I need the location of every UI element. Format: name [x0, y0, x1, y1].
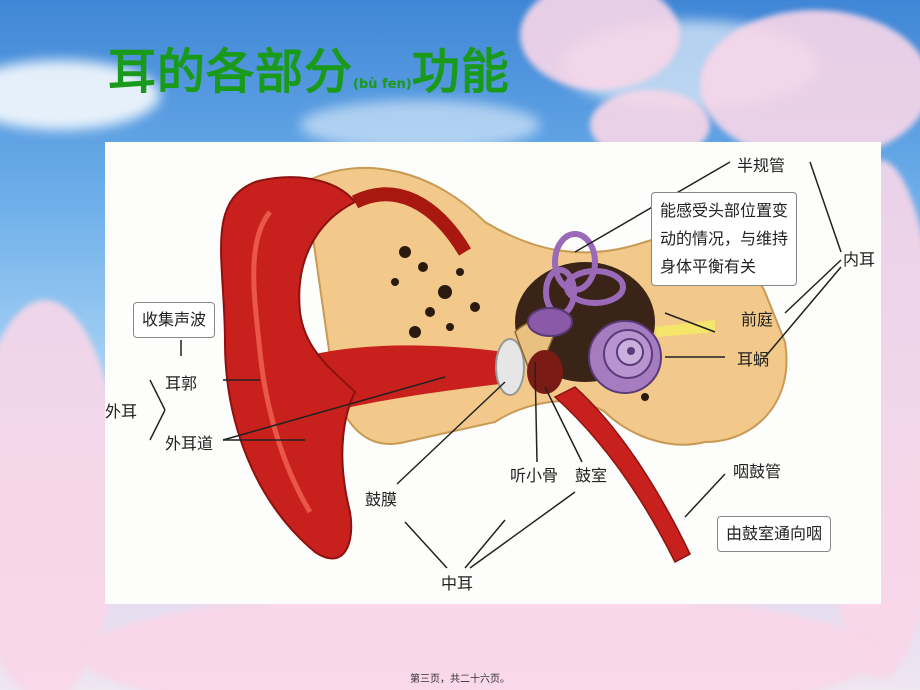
pinna-function-box: 收集声波 [133, 302, 216, 338]
eustachian-function-box: 由鼓室通向咽 [717, 516, 832, 552]
page-footer: 第三页，共二十六页。 [410, 674, 510, 685]
balance-line-3: 身体平衡有关 [660, 257, 757, 276]
label-pinna: 耳郭 [165, 374, 198, 393]
blossom [0, 300, 120, 690]
slide-title: 耳的各部分(bù fen)功能 [108, 32, 510, 102]
eardrum [495, 338, 525, 396]
label-tympanic-cavity: 鼓室 [575, 466, 608, 485]
label-ear-canal: 外耳道 [165, 434, 214, 453]
title-end: 功能 [411, 44, 510, 100]
title-main: 耳的各部分 [108, 44, 354, 100]
blossom [700, 10, 920, 160]
label-eardrum: 鼓膜 [365, 490, 398, 509]
balance-line-1: 能感受头部位置变 [660, 201, 789, 220]
label-inner-ear: 内耳 [843, 250, 876, 269]
label-vestibule: 前庭 [741, 310, 774, 329]
blossom [80, 590, 880, 690]
cochlea [588, 320, 662, 394]
balance-line-2: 动的情况，与维持 [660, 229, 789, 248]
label-ossicles: 听小骨 [510, 466, 559, 485]
label-semicircular-canals: 半规管 [737, 156, 786, 175]
leader-lines [149, 161, 842, 569]
balance-function-box: 能感受头部位置变 动的情况，与维持 身体平衡有关 [651, 192, 798, 286]
cloud [300, 100, 540, 150]
auditory-nerve [655, 320, 715, 337]
eustachian-tube [553, 386, 691, 564]
title-pinyin: (bù fen) [353, 77, 412, 92]
label-middle-ear: 中耳 [441, 574, 474, 593]
blossom [520, 0, 680, 90]
ear-diagram: 收集声波 外耳 耳郭 外耳道 鼓膜 听小骨 鼓室 中耳 半规管 能感受头部位置变… [105, 142, 881, 604]
label-outer-ear: 外耳 [105, 402, 138, 421]
pinna-muscle [351, 187, 472, 256]
pinna-function-text: 收集声波 [142, 310, 207, 329]
label-cochlea: 耳蜗 [737, 350, 770, 369]
label-eustachian-tube: 咽鼓管 [733, 462, 782, 481]
pinna-fold [251, 210, 313, 514]
eustachian-function-text: 由鼓室通向咽 [726, 524, 823, 543]
vestibule [527, 307, 573, 337]
cloud [0, 60, 160, 130]
